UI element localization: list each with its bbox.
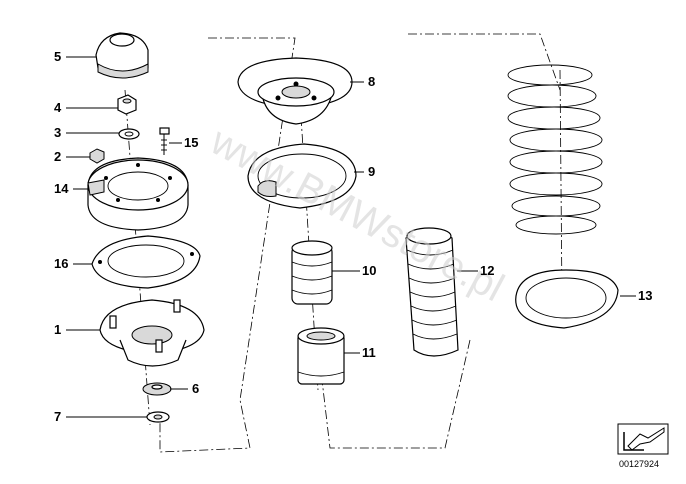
parts-direction-arrow-icon	[617, 423, 669, 455]
part-2-nut	[89, 148, 105, 164]
part-7-washer	[146, 411, 170, 423]
label-part-6: 6	[192, 381, 199, 396]
axis-line-right	[559, 69, 563, 301]
label-part-2: 2	[54, 149, 61, 164]
part-8-spring-support	[237, 57, 353, 125]
watermark: www.BMWstore.pl	[203, 119, 511, 311]
label-part-15: 15	[184, 135, 198, 150]
label-part-14: 14	[54, 181, 69, 196]
label-part-9: 9	[368, 164, 375, 179]
part-4-nut	[117, 94, 137, 115]
coil-spring	[507, 64, 603, 235]
group-outline-mount	[159, 37, 296, 453]
image-id: 00127924	[619, 459, 659, 469]
label-part-5: 5	[54, 49, 61, 64]
label-part-3: 3	[54, 125, 61, 140]
axis-line-left	[124, 89, 151, 426]
part-9-spring-pad	[247, 143, 357, 209]
label-part-4: 4	[54, 100, 62, 115]
part-10-bump-stop	[291, 240, 333, 305]
label-part-13: 13	[638, 288, 652, 303]
part-5-cap	[95, 32, 149, 79]
part-6-washer	[142, 382, 172, 396]
group-outline-boot	[321, 33, 561, 449]
part-12-dust-boot	[405, 227, 459, 357]
label-part-16: 16	[54, 256, 68, 271]
label-part-11: 11	[362, 345, 376, 360]
part-15-bolt	[159, 127, 170, 155]
part-14-support-plate	[87, 157, 189, 231]
label-part-1: 1	[54, 322, 61, 337]
part-11-protection-cup	[297, 327, 345, 385]
part-3-washer	[118, 128, 140, 140]
part-13-spring-pad	[515, 269, 619, 329]
label-part-7: 7	[54, 409, 61, 424]
part-16-gasket	[91, 235, 201, 289]
part-1-top-mount	[99, 299, 205, 367]
label-part-10: 10	[362, 263, 376, 278]
label-part-12: 12	[480, 263, 494, 278]
label-part-8: 8	[368, 74, 375, 89]
